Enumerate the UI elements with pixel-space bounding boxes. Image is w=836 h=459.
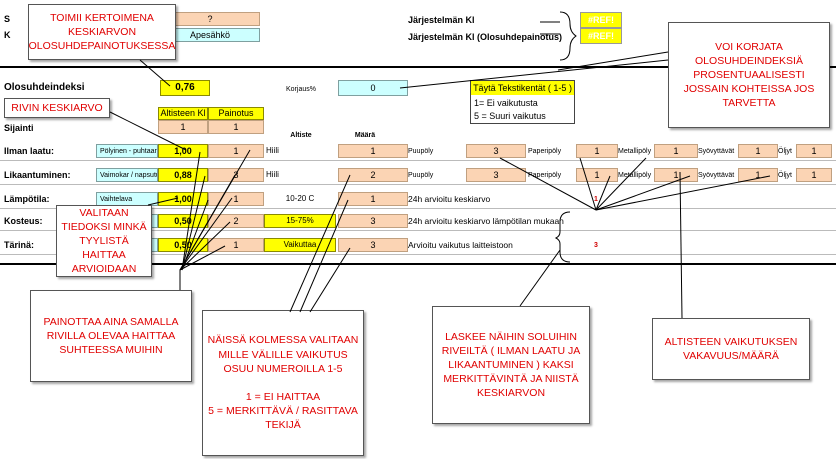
row-extra-value[interactable]: 3 — [466, 168, 526, 182]
row-separator — [0, 254, 836, 255]
row-extra-value[interactable]: 1 — [738, 144, 778, 158]
row-weight-input[interactable]: 1 — [208, 144, 264, 158]
header-altiste: Altiste — [290, 131, 312, 139]
row-extra-name: Paperipöly — [528, 144, 576, 158]
korjaus-input[interactable]: 0 — [338, 80, 408, 96]
note-correction: VOI KORJATA OLOSUHDEINDEKSIÄ PROSENTUAAL… — [668, 22, 830, 128]
top-row1-label: S — [4, 12, 24, 26]
row-label: Likaantuminen: — [4, 168, 94, 182]
system-kl-ol-ref: #REF! — [580, 28, 622, 44]
scale-title: Täytä Tekstikentät ( 1-5 ) — [471, 81, 574, 95]
row-extra-name: Puupöly — [408, 144, 466, 158]
row-description: Arvioitu vaikutus laitteistoon — [408, 238, 568, 252]
row-type-select[interactable]: Pölyinen - puhtaan — [96, 144, 158, 158]
row-weight-input[interactable]: 2 — [208, 214, 264, 228]
note-weighting: PAINOTTAA AINA SAMALLA RIVILLA OLEVAA HA… — [30, 290, 192, 382]
top-row1-value[interactable]: ? — [160, 12, 260, 26]
row-extra-value[interactable]: 1 — [654, 144, 698, 158]
row-extra-value[interactable]: 1 — [576, 168, 618, 182]
row-average: 0,88 — [158, 168, 208, 182]
header-maara: Määrä — [354, 131, 376, 139]
row-description: 24h arvioitu keskiarvo lämpötilan mukaan — [408, 214, 568, 228]
note-top-two-average: LASKEE NÄIHIN SOLUIHIN RIVEILTÄ ( ILMAN … — [432, 306, 590, 424]
note-severity: ALTISTEEN VAIKUTUKSEN VAKAVUUS/MÄÄRÄ — [652, 318, 810, 380]
system-kl-ref: #REF! — [580, 12, 622, 28]
note-row-average: RIVIN KESKIARVO — [4, 98, 110, 118]
note-select-range: NÄISSÄ KOLMESSA VALITAAN MILLE VÄLILLE V… — [202, 310, 364, 456]
row-amount-input[interactable]: 1 — [338, 144, 408, 158]
row-extra-name: Öljyt — [778, 168, 796, 182]
row-label: Ilman laatu: — [4, 144, 94, 158]
row-result: 3 — [584, 238, 608, 252]
header-altisteen-kl: Altisteen Kl — [158, 107, 208, 120]
system-kl-ol-label: Järjestelmän Kl (Olosuhdepainotus) — [408, 30, 568, 44]
sijainti-altisteen-value[interactable]: 1 — [158, 120, 208, 134]
row-label: Lämpötila: — [4, 192, 94, 206]
note-choose-type: VALITAAN TIEDOKSI MINKÄ TYYLISTÄ HAITTAA… — [56, 205, 152, 277]
row-average: 0,50 — [158, 238, 208, 252]
header-painotus: Painotus — [208, 107, 264, 120]
row-extra-value[interactable]: 1 — [796, 144, 832, 158]
row-exposure[interactable]: 10-20 C — [264, 192, 336, 206]
row-extra-name: Syövyttävät — [698, 168, 738, 182]
row-description: 24h arvioitu keskiarvo — [408, 192, 568, 206]
row-extra-value[interactable]: 1 — [796, 168, 832, 182]
row-exposure: Hiili — [264, 168, 336, 182]
row-amount-input[interactable]: 1 — [338, 192, 408, 206]
row-extra-name: Öljyt — [778, 144, 796, 158]
row-extra-value[interactable]: 1 — [576, 144, 618, 158]
row-exposure[interactable]: Vaikuttaa — [264, 238, 336, 252]
olosuhdeindeksi-label: Olosuhdeindeksi — [4, 81, 134, 95]
scale-line2: 5 = Suuri vaikutus — [474, 110, 546, 121]
row-separator — [0, 208, 836, 209]
row-extra-name: Puupöly — [408, 168, 466, 182]
row-extra-name: Metallipöly — [618, 144, 654, 158]
row-extra-name: Metallipöly — [618, 168, 654, 182]
row-extra-name: Syövyttävät — [698, 144, 738, 158]
scale-line1: 1= Ei vaikutusta — [474, 97, 538, 108]
row-amount-input[interactable]: 2 — [338, 168, 408, 182]
row-amount-input[interactable]: 3 — [338, 214, 408, 228]
top-row2-label: K — [4, 28, 24, 42]
row-extra-name: Paperipöly — [528, 168, 576, 182]
row-average: 1,00 — [158, 192, 208, 206]
row-weight-input[interactable]: 1 — [208, 238, 264, 252]
row-separator — [0, 184, 836, 185]
row-type-select[interactable]: Vaimokar / napsutus — [96, 168, 158, 182]
row-exposure[interactable]: 15-75% — [264, 214, 336, 228]
row-extra-value[interactable]: 3 — [466, 144, 526, 158]
korjaus-label: Korjaus% — [286, 83, 326, 95]
olosuhdeindeksi-value: 0,76 — [160, 80, 210, 96]
row-type-select[interactable]: Vaihtelava — [96, 192, 158, 206]
row-separator — [0, 160, 836, 161]
scale-legend: Täytä Tekstikentät ( 1-5 ) 1= Ei vaikutu… — [470, 80, 575, 124]
system-kl-label: Järjestelmän Kl — [408, 13, 558, 27]
divider-bottom — [0, 263, 836, 265]
top-row2-value[interactable]: Apesähkö — [160, 28, 260, 42]
row-average: 0,50 — [158, 214, 208, 228]
sijainti-label: Sijainti — [4, 122, 64, 135]
row-exposure: Hiili — [264, 144, 336, 158]
row-extra-value[interactable]: 1 — [654, 168, 698, 182]
row-separator — [0, 230, 836, 231]
row-average: 1,00 — [158, 144, 208, 158]
row-weight-input[interactable]: 1 — [208, 192, 264, 206]
row-result: 1 — [584, 192, 608, 206]
row-extra-value[interactable]: 1 — [738, 168, 778, 182]
sijainti-painotus-value[interactable]: 1 — [208, 120, 264, 134]
row-amount-input[interactable]: 3 — [338, 238, 408, 252]
row-weight-input[interactable]: 3 — [208, 168, 264, 182]
note-multiplier: TOIMII KERTOIMENA KESKIARVON OLOSUHDEPAI… — [28, 4, 176, 60]
